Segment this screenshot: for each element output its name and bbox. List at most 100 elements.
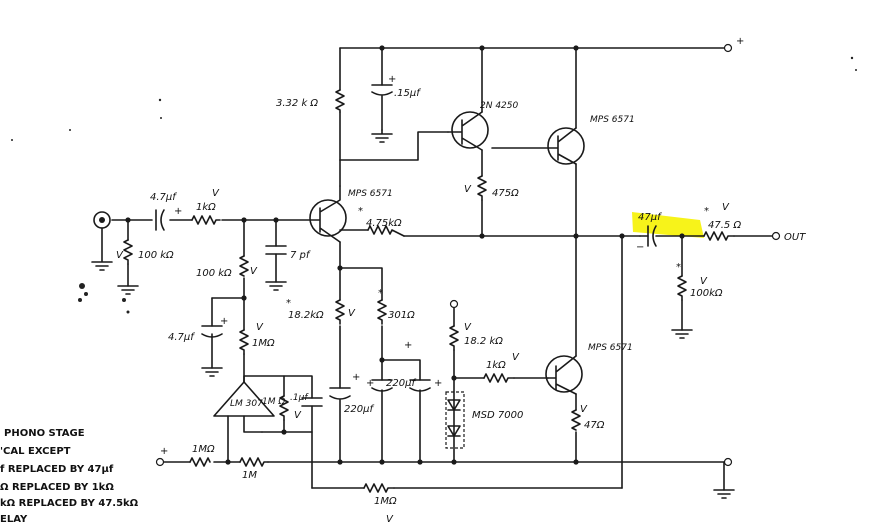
plus-mark: +: [434, 378, 442, 389]
resistors: [123, 89, 735, 493]
resistor-icon: [449, 325, 459, 351]
resistor-icon: [703, 231, 735, 241]
terminals: [93, 43, 781, 467]
v-mark: V: [580, 404, 588, 415]
label-c-top: .15µf: [394, 88, 421, 99]
ground-icon: [371, 129, 393, 143]
star-mark: *: [704, 206, 709, 217]
star-mark: *: [378, 288, 383, 299]
resistor-icon: [571, 409, 581, 431]
resistor-icon: [335, 89, 345, 113]
plus-mark: +: [174, 206, 182, 217]
label-input-plus: +: [160, 446, 168, 457]
transistor-mps-top-icon: [547, 127, 585, 165]
v-mark: V: [348, 308, 356, 319]
label-c-7pf: 7 pf: [290, 250, 311, 261]
bias-terminal: [449, 299, 459, 309]
resistor-icon: [239, 329, 249, 355]
highlight-mark: [632, 212, 704, 238]
label-c-220-b: 220µf: [386, 378, 416, 389]
label-r-1m-bottom: 1MΩ: [374, 496, 397, 507]
ground-terminal: [723, 457, 733, 467]
label-c-47-out: 47µf: [638, 212, 662, 223]
label-r-top: 3.32 k Ω: [276, 98, 318, 109]
transistor-mps-main-icon: [309, 185, 347, 243]
note-line: kΩ REPLACED BY 47.5kΩ: [0, 498, 139, 509]
label-r-47: 47Ω: [584, 420, 605, 431]
v-mark: V: [250, 266, 258, 277]
plus-mark: +: [352, 372, 360, 383]
supply-terminal: [723, 43, 733, 53]
label-r-475: 475Ω: [492, 188, 519, 199]
label-d-msd: MSD 7000: [472, 410, 523, 421]
note-line: ELAY: [0, 514, 28, 525]
transistor-2n4250-icon: [447, 111, 489, 151]
ground-icon: [91, 227, 113, 271]
junction-dots: [125, 45, 685, 465]
diode-package-icon: [445, 391, 465, 449]
capacitor-icon: [301, 397, 323, 407]
resistor-icon: [377, 299, 387, 325]
v-mark: V: [256, 322, 264, 333]
capacitor-icon: [371, 84, 393, 96]
v-mark: V: [294, 410, 302, 421]
resistor-icon: [189, 457, 211, 467]
note-line: Ω REPLACED BY 1kΩ: [0, 482, 114, 493]
label-q-mps-top: MPS 6571: [590, 115, 635, 125]
capacitor-icon: [409, 379, 431, 392]
label-r-1k-b: 1kΩ: [486, 360, 506, 371]
v-mark: V: [212, 188, 220, 199]
label-q-mps-main: MPS 6571: [348, 189, 393, 199]
labels: 3.32 k Ω .15µf 2N 4250 MPS 6571 MPS 6571…: [116, 36, 806, 525]
resistor-icon: [677, 275, 687, 301]
resistor-icon: [123, 239, 133, 265]
v-mark: V: [722, 202, 730, 213]
plus-mark: +: [220, 316, 228, 327]
label-r-301: 301Ω: [388, 310, 415, 321]
output-terminal: [771, 231, 781, 241]
note-line: PHONO STAGE: [4, 428, 85, 439]
resistor-icon: [335, 299, 345, 325]
v-mark: V: [700, 276, 708, 287]
capacitor-icon: [265, 245, 287, 255]
capacitor-icon: [329, 387, 351, 400]
plus-mark: +: [404, 340, 412, 351]
label-c-in: 4.7µf: [150, 192, 177, 203]
note-line: 'CAL EXCEPT: [0, 446, 71, 457]
resistor-icon: [279, 395, 289, 421]
capacitor-icon: [155, 209, 165, 231]
label-r-100k-out: 100kΩ: [690, 288, 723, 299]
ground-icon: [713, 489, 735, 499]
capacitor-icon: [201, 325, 223, 338]
ground-icon: [265, 281, 287, 291]
label-op-lm: LM 307: [230, 399, 263, 409]
v-mark: V: [464, 184, 472, 195]
resistor-icon: [483, 373, 515, 383]
label-r-47-5: 47.5 Ω: [708, 220, 741, 231]
ground-icon: [201, 367, 223, 377]
resistor-icon: [367, 225, 405, 237]
scan-noise: [11, 56, 857, 314]
label-supply-plus: +: [736, 36, 744, 47]
capacitor-icon: [371, 379, 393, 392]
ground-icon: [117, 285, 139, 295]
resistor-icon: [239, 457, 269, 467]
label-r-in: 1kΩ: [196, 202, 216, 213]
label-r-18-2k-b: 18.2 kΩ: [464, 336, 503, 347]
label-r-100k: 100 kΩ: [196, 268, 232, 279]
label-output: OUT: [784, 232, 806, 243]
v-mark: V: [464, 322, 472, 333]
star-mark: *: [676, 262, 681, 273]
label-r-4-75k: 4.75kΩ: [366, 218, 402, 229]
plus-mark: +: [388, 74, 396, 85]
transistors: [309, 111, 585, 395]
transistor-mps-bottom-icon: [545, 355, 583, 395]
label-q-mps-bottom: MPS 6571: [588, 343, 633, 353]
minus-mark: −: [636, 242, 644, 253]
v-mark: V: [512, 352, 520, 363]
ground-symbols: [91, 129, 735, 499]
op-amp-icon: [213, 381, 275, 433]
capacitor-icon: [647, 225, 657, 247]
